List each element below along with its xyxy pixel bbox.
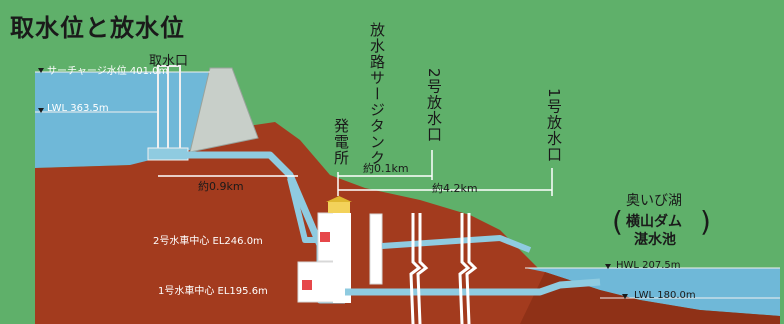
station-roof	[326, 196, 352, 202]
level-lines	[35, 71, 780, 299]
reservoir-type-label: 湛水池	[634, 232, 676, 248]
turbine-2	[320, 232, 330, 242]
power-station-label: 発電所	[332, 118, 350, 166]
lower-earth-shade	[520, 272, 780, 324]
earth-mass	[35, 122, 780, 324]
surge-tank	[369, 213, 383, 285]
distance-outlet-label: 約4.2km	[432, 182, 478, 195]
distance-tank-label: 約0.1km	[363, 162, 409, 175]
dam-body	[189, 67, 259, 153]
distance-intake-label: 約0.9km	[198, 180, 244, 193]
penstock-branch	[287, 177, 318, 243]
lower-hwl-label: HWL 207.5m	[616, 260, 681, 271]
surge-tank-label: 放水路サージタンク	[368, 22, 386, 166]
upper-lwl-label: LWL 363.5m	[47, 103, 109, 114]
break-marks	[409, 213, 478, 324]
lower-lwl-label: LWL 180.0m	[634, 290, 696, 301]
page-title: 取水位と放水位	[10, 14, 185, 42]
intake-label: 取水口	[149, 54, 189, 69]
turbine-1-label: 1号水車中心 EL195.6m	[158, 286, 268, 297]
bracket-right: )	[700, 205, 711, 238]
distance-arrows	[158, 150, 553, 196]
turbine-2-label: 2号水車中心 EL246.0m	[153, 236, 263, 247]
tailrace-tunnel	[345, 278, 601, 296]
surge-level-label: サーチャージ水位 401.0m	[47, 66, 169, 77]
intake-base	[147, 147, 189, 161]
reservoir-name-label: 奥いび湖	[626, 193, 682, 209]
bracket-left: (	[612, 205, 623, 238]
station-building	[328, 202, 350, 213]
turbine-1	[302, 280, 312, 290]
outlet-2-label: 2号放水口	[425, 68, 443, 143]
level-markers	[38, 68, 628, 299]
dam-name-label: 横山ダム	[626, 214, 682, 230]
outlet-1-label: 1号放水口	[545, 88, 563, 163]
power-station-shaft	[333, 213, 351, 303]
upper-reservoir-water	[35, 72, 210, 168]
